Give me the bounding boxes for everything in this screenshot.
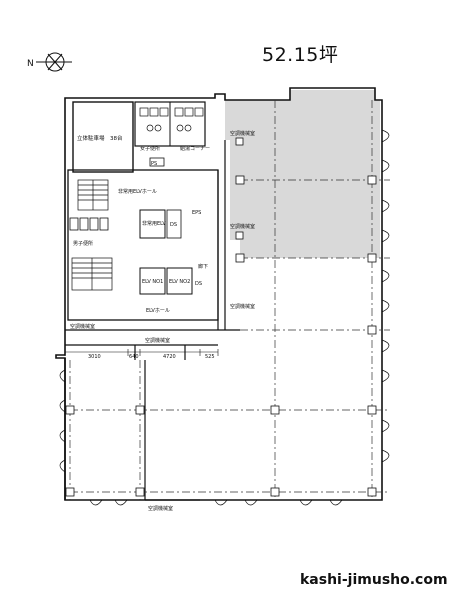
elv-no2-label: ELV NO2 bbox=[169, 279, 190, 285]
ac-room-label-4: 空調機械室 bbox=[70, 323, 95, 330]
dimension-line bbox=[64, 349, 219, 356]
structural-grid bbox=[69, 100, 390, 500]
corridor-label: 廊下 bbox=[198, 263, 208, 270]
stair-2 bbox=[71, 257, 113, 291]
dim-label-1: 3010 bbox=[88, 354, 101, 360]
emergency-elv-hall-label: 非常用ELVホール bbox=[118, 188, 157, 195]
site-url: kashi-jimusho.com bbox=[300, 572, 448, 588]
eps-label: EPS bbox=[192, 210, 201, 216]
ac-room-label-6: 空調機械室 bbox=[148, 505, 173, 512]
ac-room-label-5: 空調機械室 bbox=[145, 337, 170, 344]
ac-room-label-1: 空調機械室 bbox=[230, 130, 255, 137]
dim-label-3: 4720 bbox=[163, 354, 176, 360]
columns bbox=[65, 137, 377, 497]
parking-room bbox=[72, 101, 134, 173]
womens-wc-label: 女子便所 bbox=[140, 145, 160, 152]
leased-area bbox=[225, 90, 380, 258]
water-corner-label: 給湯コーナー bbox=[180, 145, 210, 152]
windows-bottom bbox=[89, 499, 343, 506]
ds-label-1: DS bbox=[170, 222, 177, 228]
leased-area-label: 52.15坪 bbox=[262, 44, 339, 66]
dim-label-2: 640 bbox=[129, 354, 139, 360]
stair-1 bbox=[77, 179, 109, 211]
ds-label-2: DS bbox=[195, 281, 202, 287]
ac-room-label-2: 空調機械室 bbox=[230, 223, 255, 230]
emergency-elv-label: 非常用ELV bbox=[142, 220, 166, 227]
windows-right bbox=[381, 129, 390, 463]
mens-wc-label: 男子便所 bbox=[73, 240, 93, 247]
elv-hall-label: ELVホール bbox=[146, 308, 170, 314]
ps-label: PS bbox=[151, 161, 157, 167]
parking-label: 立体駐車場 38台 bbox=[77, 134, 123, 142]
ac-room-label-3: 空調機械室 bbox=[230, 303, 255, 310]
windows-left bbox=[59, 369, 66, 473]
compass-icon: N bbox=[27, 52, 72, 72]
compass-north-label: N bbox=[27, 59, 34, 69]
mens-wc-fixtures bbox=[69, 217, 109, 231]
elv-no1-label: ELV NO1 bbox=[142, 279, 163, 285]
dim-label-4: 525 bbox=[205, 354, 215, 360]
partitions bbox=[65, 140, 240, 501]
